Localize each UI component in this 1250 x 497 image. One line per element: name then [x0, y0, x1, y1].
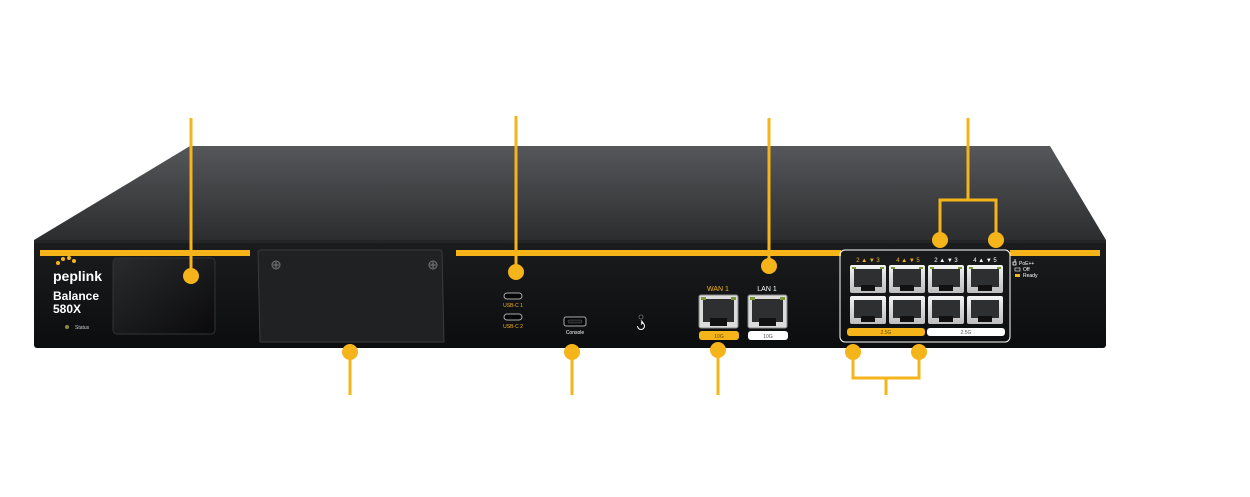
callout-dot	[508, 264, 524, 280]
rj45-port	[850, 296, 886, 324]
switch-speed-label-right: 2.5G	[961, 330, 972, 336]
poe-legend-title: PoE++	[1019, 261, 1034, 267]
rj45-port	[889, 265, 925, 293]
callout-dot	[761, 258, 777, 274]
peplink-logo-icon	[56, 256, 76, 265]
poe-legend-off: Off	[1023, 267, 1030, 273]
wan-speed-label: 10G	[714, 334, 724, 340]
wan-port-label: WAN 1	[707, 286, 729, 293]
callout-dot	[911, 344, 927, 360]
wan-port: WAN 1 10G	[698, 286, 739, 340]
console-port-label: Console	[566, 330, 585, 336]
lan-speed-badge	[748, 331, 788, 340]
usb-c-port-1-label: USB-C 1	[503, 303, 523, 309]
status-led	[65, 325, 69, 329]
switch-port-label-2: 4 ▲ ▼ 5	[896, 258, 920, 264]
reset-icon	[637, 320, 645, 330]
callout-dot	[932, 232, 948, 248]
lcd-screen	[112, 257, 216, 335]
poe-icon	[1012, 259, 1017, 266]
model-name-line2: 580X	[53, 302, 81, 316]
expansion-module-slot	[257, 249, 445, 343]
callout-dot	[183, 268, 199, 284]
brand-logo: peplink	[53, 268, 102, 284]
rj45-port	[928, 265, 964, 293]
callout-dot	[988, 232, 1004, 248]
switch-speed-label-left: 2.5G	[881, 330, 892, 336]
usb-c-ports: USB-C 1 USB-C 2	[503, 292, 523, 330]
switch-speed-badge-left	[847, 328, 925, 336]
lan-port-label: LAN 1	[757, 286, 777, 293]
lan-speed-label: 10G	[763, 334, 773, 340]
callout-dot	[845, 344, 861, 360]
reset-pinhole	[638, 314, 644, 320]
switch-port-label-4: 4 ▲ ▼ 5	[973, 258, 997, 264]
wan-speed-badge	[699, 331, 739, 340]
switch-speed-badge-right	[927, 328, 1005, 336]
callout-dot	[564, 344, 580, 360]
callout-dot	[342, 344, 358, 360]
usb-c-port-2-label: USB-C 2	[503, 324, 523, 330]
rj45-port	[889, 296, 925, 324]
rj45-port	[967, 296, 1003, 324]
switch-port-block: 2 ▲ ▼ 3 4 ▲ ▼ 5 2 ▲ ▼ 3 4 ▲ ▼ 5	[839, 249, 1011, 343]
switch-block-outline	[839, 249, 1011, 343]
usb-c-port-2	[503, 313, 523, 321]
poe-legend-ready: Ready	[1023, 273, 1038, 279]
lan-port: LAN 1 10G	[747, 286, 788, 340]
rj45-port	[850, 265, 886, 293]
model-name-line1: Balance	[53, 289, 99, 303]
chassis-top	[34, 146, 1106, 240]
left-section: peplink Balance 580X Status	[40, 250, 250, 335]
status-label: Status	[75, 325, 90, 331]
usb-c-port-1	[503, 292, 523, 300]
switch-port-label-1: 2 ▲ ▼ 3	[856, 258, 880, 264]
rj45-port	[928, 296, 964, 324]
callout-dot	[710, 342, 726, 358]
poe-legend: PoE++ Off Ready	[1012, 259, 1038, 279]
switch-port-label-3: 2 ▲ ▼ 3	[934, 258, 958, 264]
rj45-port	[967, 265, 1003, 293]
